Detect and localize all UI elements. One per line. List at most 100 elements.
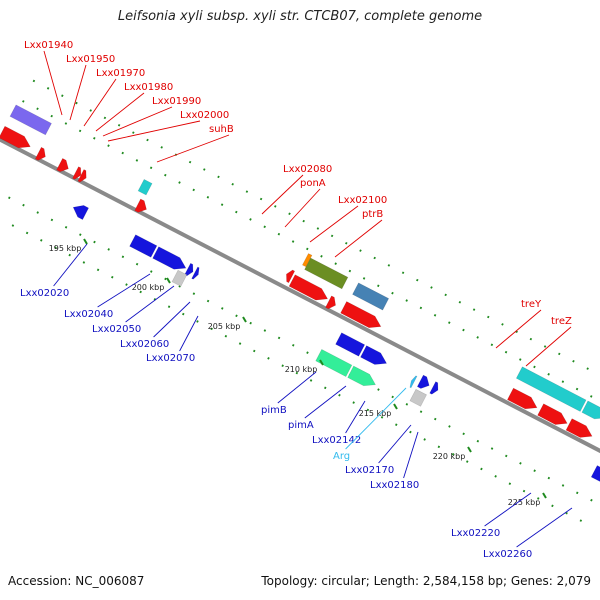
gene-steel-1 (352, 282, 390, 311)
tick-row-bottom (221, 307, 224, 310)
tick-row-outer-bottom (423, 438, 426, 441)
leader-line (156, 134, 230, 163)
tick-row-outer-top (543, 345, 547, 348)
gene-silver-1 (171, 269, 188, 287)
gene-label-top: Lxx02080 (283, 164, 332, 175)
leader-line (53, 243, 88, 287)
tick-row-bottom (249, 321, 252, 325)
tick-row-bottom (50, 218, 54, 222)
leader-line (378, 424, 412, 464)
tick-row-bottom (64, 225, 68, 229)
tick-row-outer-bottom (409, 430, 412, 434)
leader-line (309, 205, 359, 243)
tick-row-outer-top (416, 278, 419, 282)
leader-line (102, 106, 173, 137)
tick-row-outer-bottom (494, 475, 497, 478)
tick-row-bottom (377, 388, 380, 391)
tick-row-top (235, 210, 238, 214)
tick-row-bottom (206, 299, 210, 303)
tick-row-bottom (575, 491, 579, 495)
tick-row-outer-bottom (281, 364, 284, 368)
tick-row-outer-bottom (451, 452, 455, 456)
tick-row-outer-bottom (224, 334, 228, 338)
tick-row-outer-bottom (366, 408, 370, 412)
map-title: Leifsonia xyli subsp. xyli str. CTCB07, … (117, 9, 483, 24)
gene-red-9 (325, 295, 336, 310)
gene-blue-3 (152, 246, 187, 270)
tick-row-bottom (93, 240, 96, 244)
tick-row-top (263, 225, 266, 229)
tick-row-outer-bottom (82, 261, 86, 264)
leader-line (277, 371, 317, 404)
tick-row-outer-bottom (139, 290, 142, 294)
scale-tick (467, 446, 472, 453)
tick-row-bottom (36, 211, 39, 214)
scale-label: 200 kbp (132, 283, 165, 292)
gene-label-bottom: Lxx02050 (92, 324, 141, 335)
gene-red-2 (34, 146, 46, 161)
tick-row-outer-bottom (295, 371, 299, 375)
tick-row-top (320, 254, 323, 258)
tick-row-top (334, 262, 337, 265)
gene-red-6 (134, 198, 147, 213)
tick-row-outer-bottom (167, 305, 171, 308)
gene-label-top: ptrB (362, 209, 383, 220)
tick-row-top (93, 136, 96, 140)
gene-silver-2 (409, 388, 428, 407)
tick-row-bottom (121, 255, 125, 259)
tick-row-top (135, 159, 139, 162)
gene-red-13 (565, 418, 593, 438)
tick-row-outer-top (487, 315, 490, 319)
scale-tick (242, 316, 247, 323)
tick-row-outer-bottom (238, 342, 242, 345)
tick-row-outer-top (46, 87, 50, 90)
gene-blue-6 (335, 332, 366, 357)
tick-row-outer-top (401, 271, 405, 275)
tick-row-bottom (547, 476, 551, 480)
tick-row-outer-top (330, 234, 334, 238)
scale-tick (542, 492, 547, 499)
gene-orange-1 (301, 253, 313, 268)
tick-row-bottom (419, 410, 423, 413)
gene-red-1 (0, 125, 31, 149)
genome-summary: Topology: circular; Length: 2,584,158 bp… (261, 574, 591, 588)
tick-row-outer-bottom (579, 519, 583, 522)
tick-row-outer-top (288, 212, 291, 216)
tick-row-outer-top (586, 367, 589, 370)
gene-label-top: Lxx01970 (96, 68, 145, 79)
tick-row-top (590, 395, 593, 398)
leader-line (284, 188, 321, 228)
tick-row-outer-bottom (125, 283, 128, 286)
tick-row-outer-top (472, 308, 476, 311)
tick-row-bottom (590, 498, 593, 502)
tick-row-bottom (292, 344, 295, 347)
leader-line (83, 78, 117, 127)
gene-blue-1 (72, 205, 90, 221)
gene-label-top: ponA (300, 178, 326, 189)
tick-row-bottom (22, 203, 25, 207)
tick-row-outer-top (160, 146, 163, 149)
leader-line (516, 507, 573, 548)
tick-row-outer-bottom (40, 239, 43, 242)
scale-label: 220 kbp (433, 452, 466, 461)
tick-row-outer-top (132, 131, 135, 134)
tick-row-top (64, 122, 68, 125)
tick-row-top (348, 269, 352, 273)
tick-row-top (149, 166, 153, 170)
tick-row-outer-bottom (182, 312, 185, 316)
tick-row-outer-top (501, 323, 504, 326)
tick-row-outer-bottom (466, 460, 469, 463)
tick-row-top (504, 350, 508, 354)
tick-row-bottom (277, 336, 281, 340)
tick-row-bottom (490, 447, 494, 450)
scale-label: 225 kbp (508, 498, 541, 507)
gene-cyan-1 (137, 178, 153, 196)
gene-blue-7 (360, 345, 388, 365)
tick-row-outer-top (146, 138, 149, 142)
tick-row-top (206, 195, 210, 199)
gene-label-top: Lxx01940 (24, 40, 73, 51)
tick-row-top (575, 387, 579, 391)
tick-row-outer-top (345, 241, 348, 245)
tick-row-outer-bottom (309, 379, 313, 382)
